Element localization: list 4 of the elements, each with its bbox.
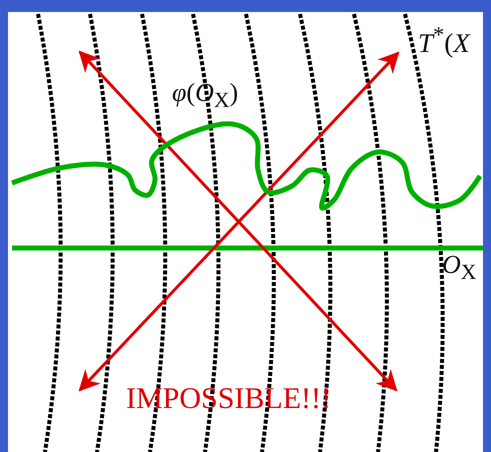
line-label: O$_{X}$	[442, 252, 476, 284]
warning-text: IMPOSSIBLE!!!	[126, 384, 332, 414]
curve-label: φ(O$_{X}$)	[172, 80, 238, 112]
space-label: T$^{*}$(X	[418, 24, 470, 57]
